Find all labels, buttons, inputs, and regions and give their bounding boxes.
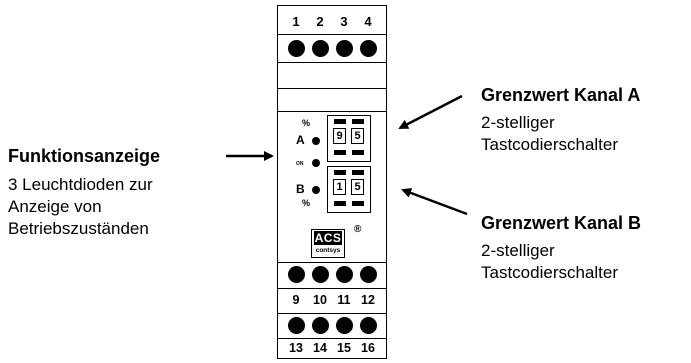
percent-label-b: % <box>302 198 311 208</box>
divider <box>278 62 386 63</box>
terminal-number: 12 <box>361 293 375 307</box>
logo-text-bottom: contsys <box>315 247 341 254</box>
bottom-screw-terminals-2 <box>278 317 386 334</box>
screw-terminal <box>287 317 305 334</box>
annotation-line: Betriebszuständen <box>8 219 149 238</box>
switch-button[interactable] <box>352 150 364 155</box>
switch-button[interactable] <box>334 170 346 175</box>
annotation-line: Tastcodierschalter <box>481 135 619 154</box>
bottom-terminal-numbers-1: 9 10 11 12 <box>278 293 386 307</box>
switch-digit: 9 <box>333 128 346 144</box>
screw-terminal <box>311 317 329 334</box>
terminal-number: 15 <box>337 341 351 355</box>
terminal-number: 3 <box>340 14 348 29</box>
acs-logo: ACS contsys <box>311 229 345 258</box>
screw-terminal <box>359 266 377 283</box>
terminal-number: 11 <box>337 293 351 307</box>
registered-mark: ® <box>354 224 362 235</box>
channel-b-label: B <box>296 182 305 196</box>
switch-button[interactable] <box>334 201 346 206</box>
switch-digit: 5 <box>351 179 364 195</box>
divider <box>278 288 386 289</box>
screw-terminal <box>311 266 329 283</box>
terminal-number: 10 <box>313 293 327 307</box>
screw-terminal <box>359 317 377 334</box>
divider <box>278 34 386 35</box>
percent-label-a: % <box>302 118 311 128</box>
screw-terminal <box>335 40 353 57</box>
screw-terminal <box>359 40 377 57</box>
divider <box>278 111 386 112</box>
din-rail-module: 1 2 3 4 % A ON B % 9 5 1 5 ACS <box>277 5 387 359</box>
top-screw-terminals <box>278 40 386 57</box>
arrow-kanal-b <box>401 188 468 216</box>
led-on <box>312 159 320 167</box>
terminal-number: 13 <box>289 341 303 355</box>
switch-button[interactable] <box>334 150 346 155</box>
switch-button[interactable] <box>352 201 364 206</box>
bottom-screw-terminals-1 <box>278 266 386 283</box>
screw-terminal <box>287 40 305 57</box>
on-label: ON <box>296 161 304 167</box>
screw-terminal <box>287 266 305 283</box>
annotation-line: Tastcodierschalter <box>481 263 619 282</box>
annotation-line: 2-stelliger <box>481 113 555 132</box>
switch-digit: 1 <box>333 179 346 195</box>
annotation-line: 3 Leuchtdioden zur <box>8 175 153 194</box>
kanal-b-title: Grenzwert Kanal B <box>481 213 642 233</box>
channel-a-label: A <box>296 133 305 147</box>
divider <box>278 88 386 89</box>
coding-switch-a[interactable]: 9 5 <box>327 115 371 162</box>
kanal-a-title: Grenzwert Kanal A <box>481 85 641 105</box>
coding-switch-b[interactable]: 1 5 <box>327 166 371 213</box>
terminal-number: 9 <box>292 293 300 307</box>
divider <box>278 338 386 339</box>
terminal-number: 2 <box>316 14 324 29</box>
terminal-number: 14 <box>313 341 327 355</box>
screw-terminal <box>335 317 353 334</box>
switch-button[interactable] <box>334 119 346 124</box>
switch-digit: 5 <box>351 128 364 144</box>
led-channel-a <box>312 137 320 145</box>
switch-button[interactable] <box>352 170 364 175</box>
annotation-line: Anzeige von <box>8 197 102 216</box>
annotation-line: 2-stelliger <box>481 241 555 260</box>
screw-terminal <box>311 40 329 57</box>
top-terminal-numbers: 1 2 3 4 <box>278 14 386 29</box>
logo-text-top: ACS <box>314 231 342 245</box>
divider <box>278 313 386 314</box>
screw-terminal <box>335 266 353 283</box>
funktionsanzeige-title: Funktionsanzeige <box>8 146 161 166</box>
terminal-number: 16 <box>361 341 375 355</box>
bottom-terminal-numbers-2: 13 14 15 16 <box>278 341 386 355</box>
led-channel-b <box>312 186 320 194</box>
terminal-number: 4 <box>364 14 372 29</box>
arrow-kanal-a <box>398 94 463 130</box>
switch-button[interactable] <box>352 119 364 124</box>
terminal-number: 1 <box>292 14 300 29</box>
divider <box>278 262 386 263</box>
